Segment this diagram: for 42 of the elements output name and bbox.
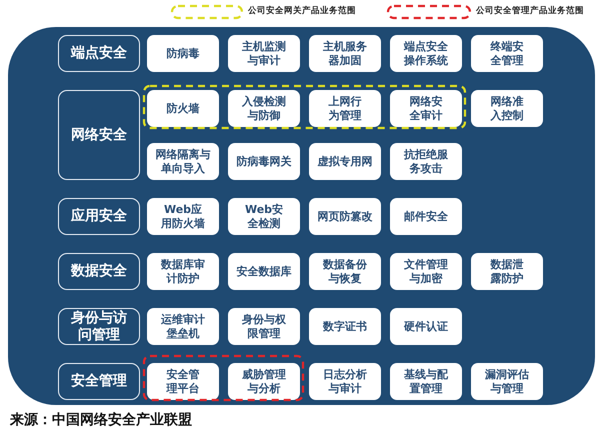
item-box: 硬件认证 bbox=[390, 308, 462, 345]
item-box: 防病毒网关 bbox=[228, 143, 300, 180]
item-box: 网页防篡改 bbox=[309, 198, 381, 235]
category-box: 端点安全 bbox=[58, 35, 140, 72]
item-box: 端点安全操作系统 bbox=[390, 35, 462, 72]
item-box: 终端安全管理 bbox=[471, 35, 543, 72]
item-box: 数字证书 bbox=[309, 308, 381, 345]
legend-label: 公司安全网关产品业务范围 bbox=[248, 5, 356, 17]
category-box: 身份与访问管理 bbox=[58, 308, 140, 345]
item-box: Web安全检测 bbox=[228, 198, 300, 235]
category-box: 数据安全 bbox=[58, 253, 140, 290]
panel-background bbox=[8, 27, 595, 405]
item-box: 入侵检测与防御 bbox=[228, 90, 300, 127]
item-box: 虚拟专用网 bbox=[309, 143, 381, 180]
item-box: 主机服务器加固 bbox=[309, 35, 381, 72]
source-caption: 来源：中国网络安全产业联盟 bbox=[10, 411, 192, 429]
item-box: 安全管理平台 bbox=[147, 363, 219, 400]
item-box: 网络安全审计 bbox=[390, 90, 462, 127]
item-box: Web应用防火墙 bbox=[147, 198, 219, 235]
item-box: 日志分析与审计 bbox=[309, 363, 381, 400]
category-box: 安全管理 bbox=[58, 363, 140, 400]
item-box: 数据库审计防护 bbox=[147, 253, 219, 290]
item-box: 抗拒绝服务攻击 bbox=[390, 143, 462, 180]
item-box: 基线与配置管理 bbox=[390, 363, 462, 400]
item-box: 安全数据库 bbox=[228, 253, 300, 290]
item-box: 邮件安全 bbox=[390, 198, 462, 235]
item-box: 身份与权限管理 bbox=[228, 308, 300, 345]
item-box: 威胁管理与分析 bbox=[228, 363, 300, 400]
item-box: 防火墙 bbox=[147, 90, 219, 127]
item-box: 防病毒 bbox=[147, 35, 219, 72]
item-box: 漏洞评估与管理 bbox=[471, 363, 543, 400]
item-box: 网络隔离与单向导入 bbox=[147, 143, 219, 180]
item-box: 运维审计堡垒机 bbox=[147, 308, 219, 345]
item-box: 主机监测与审计 bbox=[228, 35, 300, 72]
item-box: 网络准入控制 bbox=[471, 90, 543, 127]
category-box: 网络安全 bbox=[58, 90, 140, 180]
item-box: 数据备份与恢复 bbox=[309, 253, 381, 290]
category-box: 应用安全 bbox=[58, 198, 140, 235]
item-box: 数据泄露防护 bbox=[471, 253, 543, 290]
legend-label: 公司安全管理产品业务范围 bbox=[476, 5, 584, 17]
item-box: 文件管理与加密 bbox=[390, 253, 462, 290]
item-box: 上网行为管理 bbox=[309, 90, 381, 127]
